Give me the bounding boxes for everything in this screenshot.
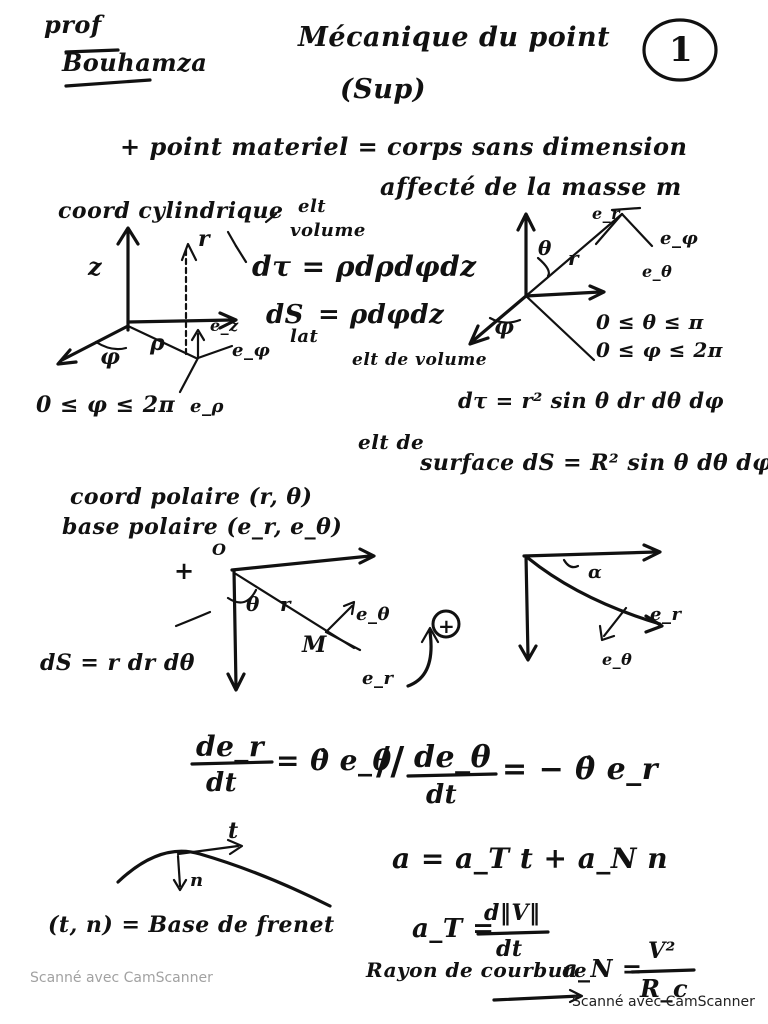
title-line-1: Mécanique du point [298,22,611,53]
polar-r: r [280,592,292,616]
der2-num: de_θ [414,740,492,775]
author-underline-2 [64,78,152,88]
sph-surf-1: elt de [358,430,425,454]
frenet-accel: a = a_T t + a_N n [392,842,669,875]
sph-phi: φ [494,314,515,340]
polar-plus: + [174,556,195,585]
polar-dS: dS = r dr dθ [40,650,195,676]
polar-coord: coord polaire (r, θ) [70,484,313,510]
frenet-aN-den: R_c [640,974,689,1003]
arrow-underline [492,994,582,1002]
cyl-dS-lat-rhs: = ρdφdz [318,300,445,330]
polar-e-theta: e_θ [356,604,390,625]
cyl-dS-lat: dS [266,300,304,330]
watermark-left: Scanné avec CamScanner [30,970,213,986]
aT-fraction-bar [476,930,550,936]
cyl-e-z: e_z [210,316,239,335]
diag2-e-r: e_r [650,604,682,625]
sph-vol-label: elt de volume [352,350,488,370]
sph-range-phi: 0 ≤ φ ≤ 2π [596,338,723,362]
cyl-dS-lat-sub: lat [290,326,319,347]
sph-surf-2: surface dS = R² sin θ dθ dφ [420,450,768,476]
polar-M: M [302,632,327,658]
diag2-alpha: α [588,562,603,583]
der2-rhs: = − θ̇ e_r [502,752,659,787]
der-separator: // [376,738,405,783]
frenet-aN-num: V² [648,938,676,964]
frenet-n: n [190,870,204,891]
sph-e-r: e_r [592,204,621,223]
polar-axes [174,547,440,692]
aN-fraction-bar [630,968,696,974]
frenet-base: (t, n) = Base de frenet [48,912,335,938]
frenet-aT-num: d‖V‖ [484,900,541,926]
cyl-rho: ρ [150,330,166,356]
der1-num: de_r [196,730,265,763]
polar-base: base polaire (e_r, e_θ) [62,514,343,540]
sph-d-tau: dτ = r² sin θ dr dθ dφ [458,388,725,413]
page-number: 1 [669,30,694,70]
author-underline-1 [64,48,120,54]
watermark-right: Scanné avec CamScanner [572,994,755,1010]
cyl-axis-z: z [88,252,103,281]
spherical-axes [468,206,654,362]
oplus-circle [431,609,461,639]
polar-origin: O [212,540,227,559]
cylindrical-axes [56,212,278,394]
arrow-head [568,988,584,1004]
cyl-vol-note-1: elt [298,196,327,217]
author-line-1: prof [44,10,102,39]
definition-line-2: affecté de la masse m [380,172,682,201]
polar-oplus: + [438,614,456,638]
der1-den: dt [206,768,238,798]
polar-theta: θ [246,592,260,616]
cyl-e-rho: e_ρ [190,396,224,417]
sph-theta: θ [538,236,552,260]
cyl-phi: φ [100,344,121,370]
frenet-t: t [228,818,239,844]
second-diagram [518,543,664,662]
polar-e-r: e_r [362,668,394,689]
der1-fraction-bar [190,760,274,766]
diag2-e-theta: e_θ [602,650,633,669]
der2-den: dt [426,780,458,810]
cyl-label-r: r [198,226,211,252]
sph-e-theta: e_θ [642,262,673,281]
frenet-curve [116,838,332,908]
cyl-d-tau: dτ = ρdρdφdz [252,250,477,283]
cyl-e-phi: e_φ [232,340,271,361]
title-line-2: (Sup) [340,74,427,105]
author-line-2: Bouhamza [62,48,208,77]
der1-rhs: = θ̇ e_θ [276,744,392,777]
cylindrical-heading: coord cylindrique [58,198,284,224]
definition-line-1: + point materiel = corps sans dimension [120,132,688,161]
page-number-circle [642,18,718,82]
cyl-vol-note-2: volume [290,220,366,241]
cyl-range: 0 ≤ φ ≤ 2π [36,392,176,418]
sph-range-theta: 0 ≤ θ ≤ π [596,310,704,334]
sph-e-phi: e_φ [660,228,699,249]
frenet-radius-label: Rayon de courbure [366,958,588,982]
frenet-aT-lhs: a_T = [412,914,495,944]
sph-r: r [568,246,580,270]
frenet-aN-lhs: a_N = [562,954,643,983]
frenet-aT-den: dt [496,936,523,962]
der2-fraction-bar [406,772,498,778]
